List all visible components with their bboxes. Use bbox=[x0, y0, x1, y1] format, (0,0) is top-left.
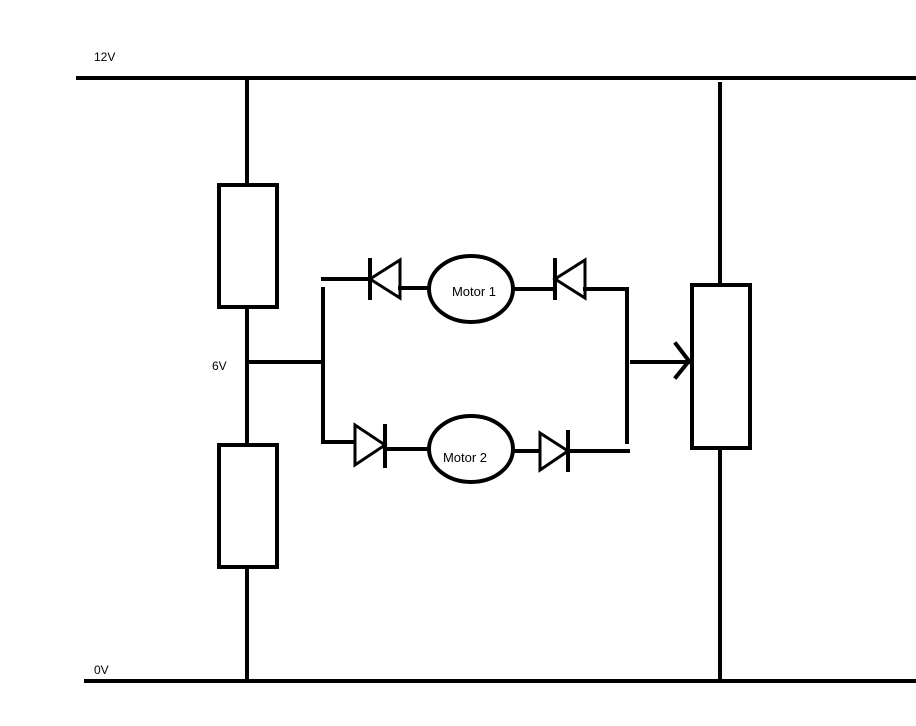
rail-12v-label: 12V bbox=[94, 50, 115, 64]
midpoint-label: 6V bbox=[212, 359, 227, 373]
motor-1-label: Motor 1 bbox=[452, 284, 496, 299]
rail-0v-label: 0V bbox=[94, 663, 109, 677]
motor-2 bbox=[427, 414, 515, 484]
diode-2a-icon bbox=[353, 422, 388, 468]
resistor-bottom bbox=[217, 443, 279, 569]
resistor-top bbox=[217, 183, 279, 309]
wiper-arrow-icon bbox=[673, 341, 692, 380]
diode-1b-icon bbox=[552, 257, 587, 301]
potentiometer bbox=[690, 283, 752, 450]
motor-2-label: Motor 2 bbox=[443, 450, 487, 465]
diode-2b-icon bbox=[538, 430, 571, 473]
diode-1a-icon bbox=[367, 257, 402, 301]
